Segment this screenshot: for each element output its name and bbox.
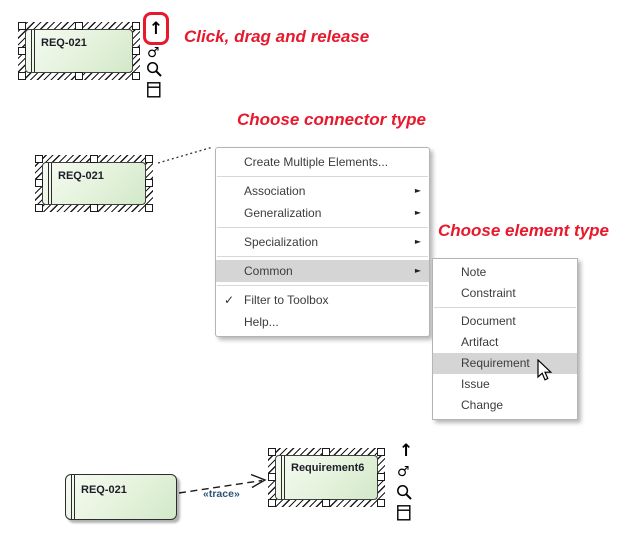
element-selection-hatch: Requirement6 bbox=[268, 448, 385, 507]
selection-handle[interactable] bbox=[18, 47, 26, 55]
selection-handle[interactable] bbox=[75, 22, 83, 30]
trace-stereotype-label: «trace» bbox=[203, 488, 240, 500]
menu-separator bbox=[434, 307, 576, 308]
selection-handle[interactable] bbox=[18, 22, 26, 30]
trace-arrowhead bbox=[250, 473, 267, 489]
menu-item-label: Change bbox=[461, 398, 504, 412]
menu-item-label: Issue bbox=[461, 377, 490, 391]
mouse-cursor bbox=[537, 359, 553, 381]
selection-handle[interactable] bbox=[268, 473, 276, 481]
selection-handle[interactable] bbox=[35, 204, 43, 212]
zoom-icon[interactable] bbox=[146, 61, 163, 78]
selection-handle[interactable] bbox=[268, 499, 276, 507]
element-type-submenu: Note Constraint Document Artifact Requir… bbox=[432, 258, 578, 420]
submenu-item-document[interactable]: Document bbox=[433, 311, 577, 332]
selection-handle[interactable] bbox=[35, 155, 43, 163]
menu-item-help[interactable]: Help... bbox=[216, 311, 429, 333]
selection-handle[interactable] bbox=[322, 499, 330, 507]
menu-item-create-multiple-elements[interactable]: Create Multiple Elements... bbox=[216, 151, 429, 173]
requirement-notation-lines bbox=[48, 163, 52, 204]
element-req-middle[interactable]: REQ-021 bbox=[42, 162, 146, 205]
element-label: Requirement6 bbox=[291, 462, 365, 474]
selection-handle[interactable] bbox=[35, 179, 43, 187]
annotation-click-drag: Click, drag and release bbox=[184, 27, 370, 46]
menu-item-association[interactable]: Association ► bbox=[216, 180, 429, 202]
submenu-arrow-icon: ► bbox=[414, 186, 421, 195]
check-icon: ✓ bbox=[224, 293, 235, 307]
menu-callout-dotted-line bbox=[157, 146, 214, 164]
menu-item-label: Specialization bbox=[244, 235, 319, 249]
menu-item-label: Artifact bbox=[461, 335, 499, 349]
quick-style-icon[interactable]: ♂ bbox=[147, 45, 160, 61]
submenu-item-issue[interactable]: Issue bbox=[433, 374, 577, 395]
selection-handle[interactable] bbox=[18, 72, 26, 80]
selection-handle[interactable] bbox=[132, 22, 140, 30]
element-label: REQ-021 bbox=[41, 37, 87, 49]
submenu-item-constraint[interactable]: Constraint bbox=[433, 283, 577, 304]
menu-item-label: Association bbox=[244, 184, 306, 198]
selection-handle[interactable] bbox=[90, 155, 98, 163]
element-req-bottom[interactable]: REQ-021 bbox=[65, 474, 177, 520]
menu-separator bbox=[217, 285, 428, 286]
submenu-item-requirement[interactable]: Requirement bbox=[433, 353, 577, 374]
menu-item-common[interactable]: Common ► bbox=[216, 260, 429, 282]
connector-context-menu: Create Multiple Elements... Association … bbox=[215, 147, 430, 337]
menu-item-label: Document bbox=[461, 314, 516, 328]
menu-item-label: Generalization bbox=[244, 206, 322, 220]
menu-item-label: Constraint bbox=[461, 286, 516, 300]
menu-item-label: Note bbox=[461, 265, 487, 279]
submenu-item-artifact[interactable]: Artifact bbox=[433, 332, 577, 353]
selection-handle[interactable] bbox=[145, 179, 153, 187]
menu-separator bbox=[217, 176, 428, 177]
selection-handle[interactable] bbox=[377, 473, 385, 481]
quicklink-arrow-icon[interactable]: ↑ bbox=[399, 441, 414, 461]
menu-item-generalization[interactable]: Generalization ► bbox=[216, 202, 429, 224]
selection-handle[interactable] bbox=[377, 448, 385, 456]
menu-item-label: Filter to Toolbox bbox=[244, 293, 329, 307]
menu-item-label: Create Multiple Elements... bbox=[244, 155, 389, 169]
submenu-arrow-icon: ► bbox=[414, 208, 421, 217]
menu-separator bbox=[217, 227, 428, 228]
selection-handle[interactable] bbox=[145, 155, 153, 163]
selection-handle[interactable] bbox=[322, 448, 330, 456]
submenu-item-note[interactable]: Note bbox=[433, 262, 577, 283]
element-requirement6[interactable]: Requirement6 bbox=[275, 455, 378, 500]
menu-item-label: Common bbox=[244, 264, 293, 278]
element-selection-hatch: REQ-021 bbox=[35, 155, 153, 212]
menu-item-label: Help... bbox=[244, 315, 279, 329]
menu-separator bbox=[217, 256, 428, 257]
zoom-icon[interactable] bbox=[396, 484, 413, 501]
compartments-icon[interactable] bbox=[147, 82, 161, 98]
annotation-highlight-box: ↑ bbox=[143, 12, 169, 45]
selection-handle[interactable] bbox=[90, 204, 98, 212]
trace-connector-line[interactable] bbox=[178, 479, 263, 494]
compartments-icon[interactable] bbox=[397, 505, 411, 521]
selection-handle[interactable] bbox=[75, 72, 83, 80]
menu-item-specialization[interactable]: Specialization ► bbox=[216, 231, 429, 253]
menu-item-filter-to-toolbox[interactable]: ✓ Filter to Toolbox bbox=[216, 289, 429, 311]
element-selection-hatch: REQ-021 bbox=[18, 22, 140, 80]
element-label: REQ-021 bbox=[81, 484, 127, 496]
submenu-item-change[interactable]: Change bbox=[433, 395, 577, 416]
selection-handle[interactable] bbox=[377, 499, 385, 507]
element-req-top[interactable]: REQ-021 bbox=[25, 29, 133, 73]
annotation-choose-element: Choose element type bbox=[438, 221, 609, 240]
element-label: REQ-021 bbox=[58, 170, 104, 182]
requirement-notation-lines bbox=[31, 30, 35, 72]
quicklink-arrow-icon[interactable]: ↑ bbox=[148, 18, 164, 39]
submenu-arrow-icon: ► bbox=[414, 237, 421, 246]
submenu-arrow-icon: ► bbox=[414, 266, 421, 275]
selection-handle[interactable] bbox=[132, 72, 140, 80]
selection-handle[interactable] bbox=[268, 448, 276, 456]
selection-handle[interactable] bbox=[145, 204, 153, 212]
requirement-notation-lines bbox=[71, 475, 75, 519]
requirement-notation-lines bbox=[281, 456, 285, 499]
annotation-choose-connector: Choose connector type bbox=[237, 110, 426, 129]
menu-item-label: Requirement bbox=[461, 356, 530, 370]
selection-handle[interactable] bbox=[132, 47, 140, 55]
quick-style-icon[interactable]: ♂ bbox=[397, 464, 410, 480]
